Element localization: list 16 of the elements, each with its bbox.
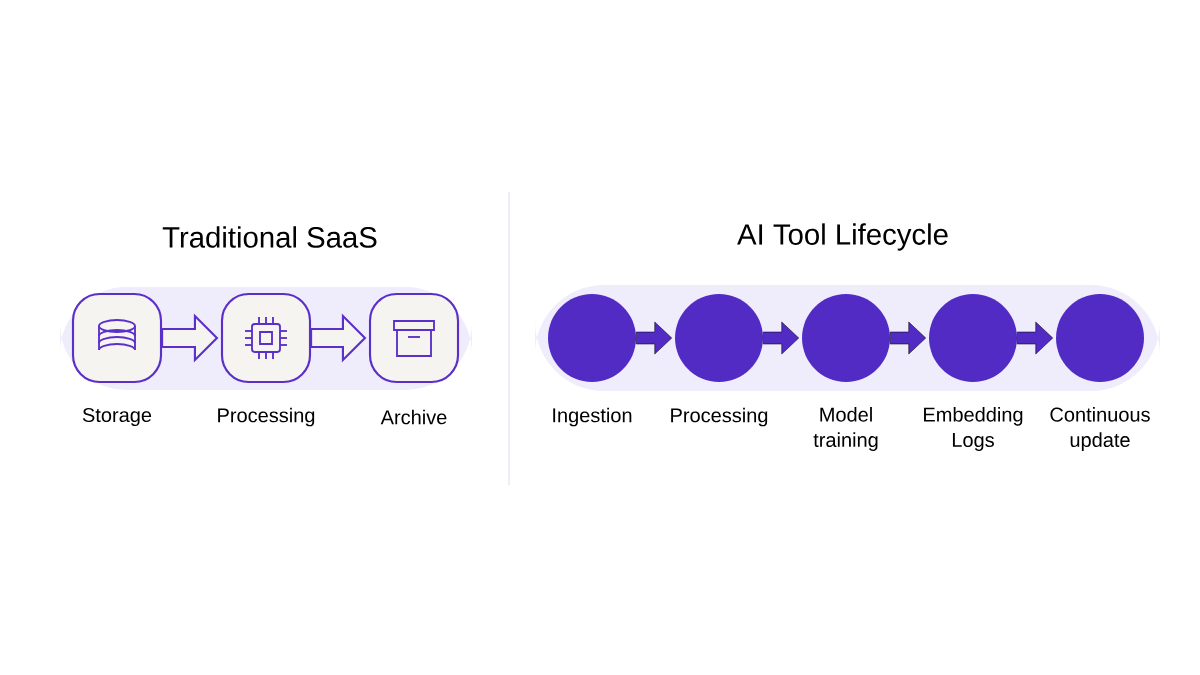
block-arrow: [310, 313, 367, 363]
block-arrow: [636, 321, 672, 355]
step-label: Storage: [82, 407, 152, 427]
heading: AI Tool Lifecycle: [737, 223, 948, 251]
block-arrow: [161, 313, 219, 363]
step-label: Processing: [218, 407, 315, 427]
step-label: Embedding Logs: [924, 407, 1023, 451]
step-label: Model training: [813, 407, 878, 451]
block-arrow: [1017, 321, 1053, 355]
step-label: Ingestion: [553, 407, 632, 427]
block-arrow: [763, 321, 799, 355]
block-arrow: [890, 321, 926, 355]
heading: Traditional SaaS: [162, 226, 377, 248]
step-label: Continuous update: [1050, 407, 1150, 451]
step-label: Processing: [671, 407, 768, 427]
step-label: Archive: [380, 409, 447, 425]
